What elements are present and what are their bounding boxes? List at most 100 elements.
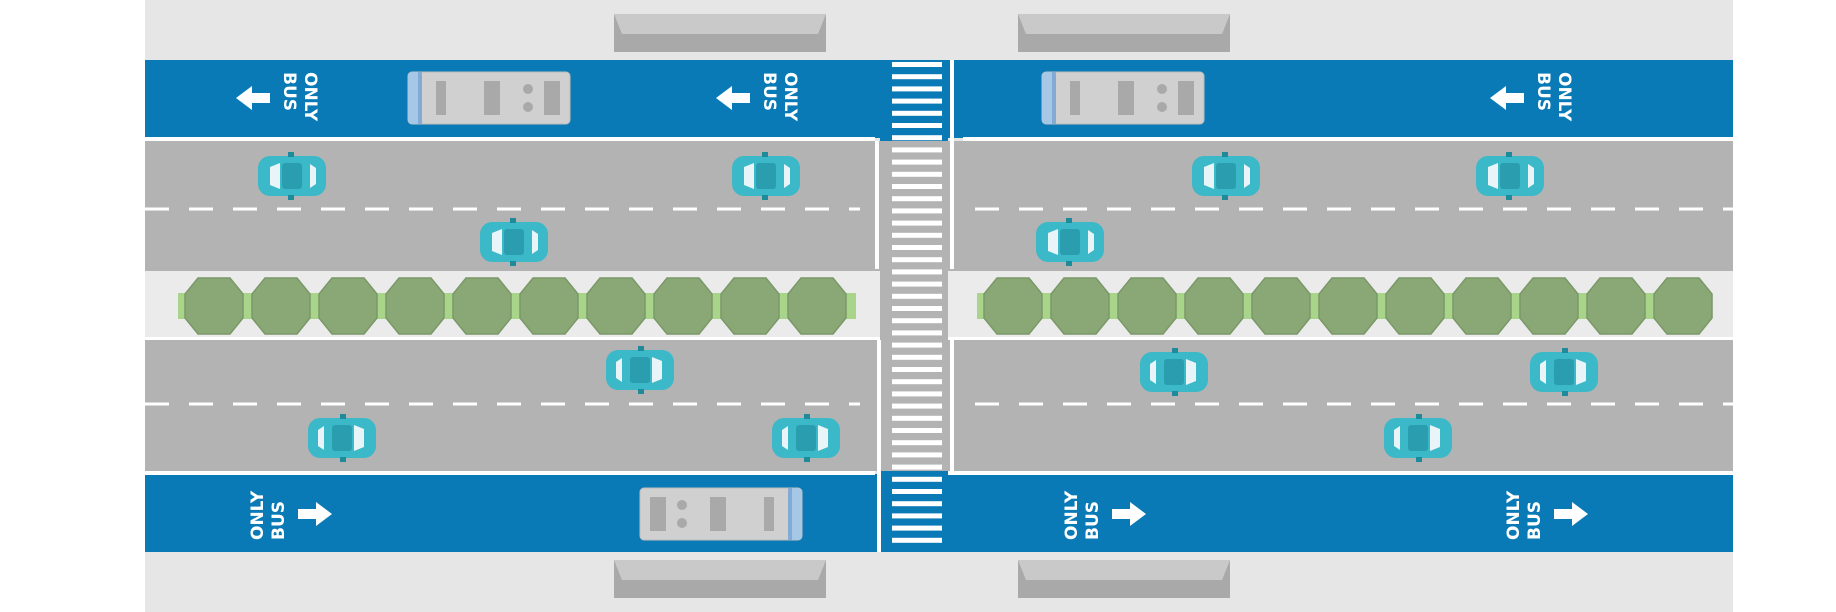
crosswalk-stripe xyxy=(892,269,942,275)
crosswalk-stripe xyxy=(892,135,942,141)
crosswalk-stripe xyxy=(892,74,942,80)
bus-only-label-line1: BUS xyxy=(759,72,779,111)
tree-icon xyxy=(452,277,512,335)
crosswalk-stripe xyxy=(892,171,942,177)
stop-line xyxy=(950,60,954,269)
crosswalk-stripe xyxy=(892,330,942,336)
car-icon xyxy=(1530,348,1598,396)
crosswalk-stripe xyxy=(892,159,942,165)
tree-icon xyxy=(653,277,713,335)
crosswalk-stripe xyxy=(892,513,942,519)
crosswalk-stripe xyxy=(892,452,942,458)
tree-icon xyxy=(1385,277,1445,335)
crosswalk-stripe xyxy=(892,476,942,482)
stop-line xyxy=(875,141,879,269)
tree-icon xyxy=(1653,277,1713,335)
stop-line xyxy=(950,340,954,471)
crosswalk-stripe xyxy=(892,123,942,128)
car-icon xyxy=(732,152,800,200)
tree-icon xyxy=(1452,277,1512,335)
arrow-right-icon xyxy=(1112,502,1146,526)
lane-separator xyxy=(948,471,1733,475)
lane-separator xyxy=(145,137,875,141)
car-icon xyxy=(1192,152,1260,200)
bus-only-label-line2: ONLY xyxy=(1554,72,1574,122)
crosswalk-stripe xyxy=(892,293,942,299)
crosswalk-stripe xyxy=(892,184,942,189)
tree-icon xyxy=(385,277,445,335)
lane-separator xyxy=(145,337,885,340)
crosswalk-stripe xyxy=(892,367,942,372)
crosswalk-stripe xyxy=(892,525,942,531)
bus-only-label-line2: ONLY xyxy=(1504,490,1524,540)
crosswalk-stripe xyxy=(892,537,942,543)
crosswalk-stripe xyxy=(892,62,942,67)
arrow-left-icon xyxy=(1490,86,1524,110)
crosswalk-stripe xyxy=(892,464,942,470)
bus-shelter-icon xyxy=(614,14,826,52)
tree-icon xyxy=(1117,277,1177,335)
tree-icon xyxy=(1251,277,1311,335)
crosswalk-road xyxy=(880,271,948,337)
crosswalk-icon xyxy=(892,62,942,543)
tree-icon xyxy=(1519,277,1579,335)
crosswalk-stripe xyxy=(892,415,942,421)
tree-icon xyxy=(184,277,244,335)
crosswalk-stripe xyxy=(892,489,942,494)
car-icon xyxy=(1140,348,1208,396)
bus-only-marking: BUS ONLY xyxy=(1062,490,1146,540)
stop-line xyxy=(877,340,881,552)
crosswalk-stripe xyxy=(892,281,942,287)
bus-only-label-line1: BUS xyxy=(269,501,289,540)
car-icon xyxy=(606,346,674,394)
crosswalk-stripe xyxy=(892,208,942,214)
arrow-left-icon xyxy=(716,86,750,110)
bus-only-label-line1: BUS xyxy=(1533,72,1553,111)
car-icon xyxy=(1476,152,1544,200)
car-icon xyxy=(480,218,548,266)
car-icon xyxy=(258,152,326,200)
tree-icon xyxy=(1050,277,1110,335)
car-icon xyxy=(308,414,376,462)
bus-only-marking: BUS ONLY xyxy=(248,490,332,540)
tree-icon xyxy=(318,277,378,335)
crosswalk-stripe xyxy=(892,98,942,104)
tree-icon xyxy=(1318,277,1378,335)
bus-icon xyxy=(1041,71,1205,125)
bus-shelter-icon xyxy=(614,560,826,598)
tree-icon xyxy=(1184,277,1244,335)
bus-only-label-line1: BUS xyxy=(1083,501,1103,540)
bus-only-label-line2: ONLY xyxy=(1062,490,1082,540)
bus-only-label-line2: ONLY xyxy=(248,490,268,540)
bus-icon xyxy=(407,71,571,125)
crosswalk-stripe xyxy=(892,354,942,360)
crosswalk-stripe xyxy=(892,501,942,507)
tree-icon xyxy=(787,277,847,335)
bus-only-marking: BUS ONLY xyxy=(236,72,320,122)
crosswalk-stripe xyxy=(892,220,942,226)
tree-icon xyxy=(519,277,579,335)
tree-icon xyxy=(251,277,311,335)
crosswalk-stripe xyxy=(892,147,942,153)
bus-only-label-line1: BUS xyxy=(279,72,299,111)
bus-shelter-icon xyxy=(1018,560,1230,598)
arrow-right-icon xyxy=(1554,502,1588,526)
tree-icon xyxy=(720,277,780,335)
crosswalk-stripe xyxy=(892,428,942,433)
car-icon xyxy=(1384,414,1452,462)
crosswalk-stripe xyxy=(892,440,942,446)
bus-only-marking: BUS ONLY xyxy=(1490,72,1574,122)
crosswalk-stripe xyxy=(892,257,942,263)
tree-icon xyxy=(983,277,1043,335)
car-icon xyxy=(772,414,840,462)
crosswalk-stripe xyxy=(892,110,942,116)
bus-only-label-line1: BUS xyxy=(1525,501,1545,540)
crosswalk-stripe xyxy=(892,196,942,202)
crosswalk-stripe xyxy=(892,342,942,348)
bus-only-marking: BUS ONLY xyxy=(716,72,800,122)
lane-separator xyxy=(963,137,1733,141)
car-icon xyxy=(1036,218,1104,266)
bus-icon xyxy=(639,487,803,541)
arrow-left-icon xyxy=(236,86,270,110)
